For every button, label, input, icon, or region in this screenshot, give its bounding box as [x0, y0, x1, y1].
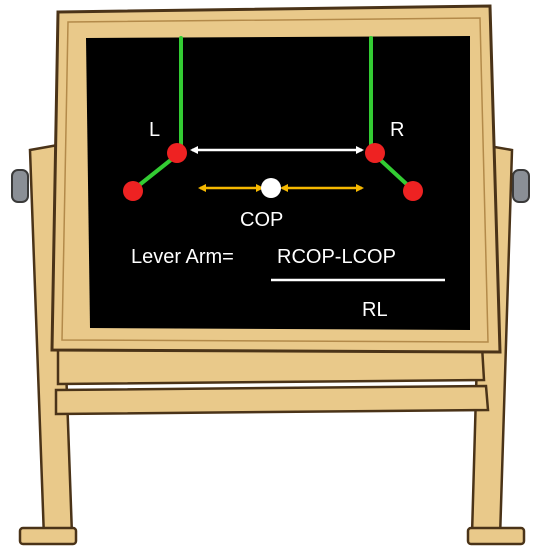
easel-knobs [11, 169, 530, 203]
left-lower-marker [123, 181, 143, 201]
right-lower-marker [403, 181, 423, 201]
left-diagonal-segment [131, 153, 179, 192]
easel-crossbars [54, 344, 490, 416]
formula-denominator: RL [362, 299, 388, 321]
cop-label: COP [240, 209, 284, 231]
lever-arm-prefix: Lever Arm= [131, 246, 234, 268]
formula-numerator: RCOP-LCOP [277, 246, 396, 268]
left-point-label: L [149, 119, 161, 141]
right-marker [365, 143, 385, 163]
cop-marker [261, 178, 281, 198]
right-point-label: R [390, 119, 405, 141]
left-marker [167, 143, 187, 163]
